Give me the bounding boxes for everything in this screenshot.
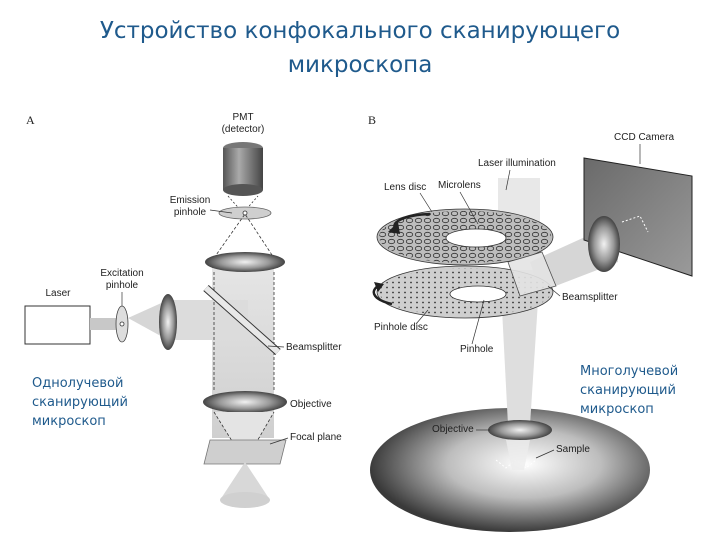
microlens-pointer (459, 191, 479, 225)
pmt-label: PMT (232, 112, 253, 123)
beamsplitter-b-pointer (547, 285, 561, 297)
pinhole-disc-pointer (415, 309, 429, 325)
excitation-pinhole-label: pinhole (106, 280, 139, 291)
emission-pointer (209, 209, 233, 214)
ccd-lens (588, 216, 620, 272)
caption-single-beam: Однолучевой сканирующий микроскоп (32, 374, 128, 431)
detector-label: (detector) (222, 124, 265, 135)
ccd-label: CCD Camera (614, 132, 674, 143)
beamsplitter-a (203, 285, 281, 355)
focal-plane (203, 439, 287, 465)
title-line-1: Устройство конфокального сканирующего (99, 18, 621, 44)
sample-pointer (535, 449, 555, 459)
caption-multi-beam: Многолучевой сканирующий микроскоп (580, 362, 678, 419)
objective-lens-b (488, 420, 552, 440)
panel-a-letter: A (26, 113, 35, 127)
caption-multi-line-2: сканирующий (580, 383, 676, 398)
beamsplitter-b-label: Beamsplitter (562, 292, 618, 303)
caption-single-line-2: сканирующий (32, 395, 128, 410)
laser-illumination-label: Laser illumination (478, 158, 556, 169)
sample-cone (506, 440, 530, 470)
laser-illumination-pointer (505, 169, 511, 191)
panel-b-letter: B (368, 113, 376, 127)
lower-cone-base (220, 492, 270, 508)
caption-single-line-1: Однолучевой (32, 376, 124, 391)
panel-b: B CCD Camera (368, 113, 693, 532)
sample-label: Sample (556, 444, 590, 455)
beamsplitter-a-pointer (267, 345, 285, 348)
pinhole-disc (376, 265, 554, 319)
caption-multi-line-3: микроскоп (580, 402, 654, 417)
emission-label: Emission (170, 195, 211, 206)
sample-blob (370, 408, 650, 532)
beamsplitter-b (507, 251, 557, 297)
lens-disc (376, 208, 554, 266)
panel-a: A PMT (detector) Emission pinhole Las (24, 112, 342, 508)
title-line-2: микроскопа (287, 52, 433, 78)
slide-title: Устройство конфокального сканирующего ми… (0, 14, 720, 82)
pinhole-pointer (471, 299, 485, 345)
lens-disc-label: Lens disc (384, 182, 426, 193)
pmt-detector (223, 142, 263, 196)
excitation-pinhole (119, 321, 125, 327)
upper-lens (205, 252, 285, 272)
lower-cone (220, 462, 270, 500)
pinhole-disc-label: Pinhole disc (374, 322, 428, 333)
rotation-arrowhead-pinhole (374, 282, 384, 292)
objective-a-label: Objective (290, 399, 332, 410)
caption-multi-line-1: Многолучевой (580, 364, 679, 379)
excitation-beam (168, 300, 248, 340)
beamsplitter-a-label: Beamsplitter (286, 342, 342, 353)
excitation-lens (159, 294, 177, 350)
pinhole-label: Pinhole (460, 344, 494, 355)
caption-single-line-3: микроскоп (32, 414, 106, 429)
objective-b-label: Objective (432, 424, 474, 435)
rotation-arrowhead-lens (388, 222, 400, 234)
laser-label: Laser (45, 288, 71, 299)
microlens-label: Microlens (438, 180, 481, 191)
focal-plane-pointer (269, 437, 289, 445)
emission-rays (213, 213, 275, 259)
emission-pinhole-label: pinhole (174, 207, 207, 218)
focus-cone (214, 412, 274, 462)
laser-output (90, 318, 120, 330)
excitation-label: Excitation (100, 268, 143, 279)
emission-pinhole (242, 210, 248, 216)
detector-cone (227, 195, 259, 214)
laser-box (24, 305, 91, 345)
focal-plane-label: Focal plane (290, 432, 342, 443)
lens-disc-pointer (419, 192, 433, 213)
rotation-arrow-pinhole (372, 284, 393, 306)
objective-lens-a (203, 391, 287, 413)
laser-beam (128, 300, 168, 340)
focus-rays (213, 411, 275, 463)
